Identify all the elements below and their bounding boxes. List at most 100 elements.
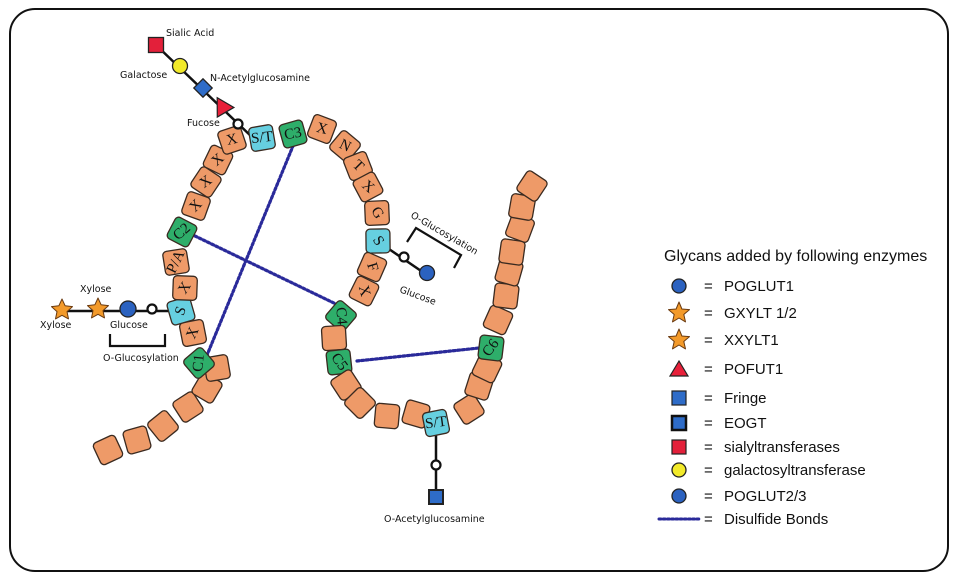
glucose-label-right: Glucose: [398, 284, 437, 307]
residue-label: X: [355, 284, 373, 299]
legend-label: galactosyltransferase: [724, 462, 866, 479]
legend-label: POFUT1: [724, 361, 783, 378]
legend-label: Disulfide Bonds: [724, 511, 828, 528]
residue-label: C3: [283, 125, 303, 144]
xylose-star-top: [87, 297, 109, 319]
glucose-oxygen-left: [146, 303, 158, 315]
fucose-triangle: [216, 96, 236, 119]
fucose-oxygen: [232, 118, 244, 130]
glucose-label-left: Glucose: [110, 320, 148, 331]
star-orange-icon: [668, 328, 690, 350]
xylose-bottom-label: Xylose: [40, 320, 72, 331]
fucose-label: Fucose: [187, 118, 220, 129]
residue: [516, 170, 548, 202]
circle-yellow-icon: [671, 462, 687, 478]
legend-equals: =: [704, 332, 713, 349]
square-red-icon: [671, 439, 687, 455]
disulfide-bond-c5-c6: [355, 346, 481, 363]
glucose-oxygen-right: [398, 251, 410, 263]
residue-p-a: P/A: [162, 248, 190, 276]
disulfide-bond-c1-c3: [203, 144, 295, 362]
diagram-frame: [9, 8, 949, 572]
residue: [498, 238, 526, 266]
legend-equals: =: [704, 390, 713, 407]
legend-equals: =: [704, 361, 713, 378]
galactose-label: Galactose: [120, 70, 167, 81]
legend-equals: =: [704, 305, 713, 322]
residue-f: F: [356, 251, 388, 283]
legend-item-gxylt-1-2: = GXYLT 1/2: [668, 301, 797, 323]
residue-x: X: [217, 125, 247, 155]
residue-c1: C1: [183, 347, 215, 379]
sialic-acid-label: Sialic Acid: [166, 28, 214, 39]
o-glcnac-oxygen: [430, 459, 442, 471]
o-glcnac-label: O-Acetylglucosamine: [384, 514, 485, 525]
legend-item-xxylt1: = XXYLT1: [668, 328, 779, 350]
residue-label: S/T: [250, 129, 273, 147]
legend-label: sialyltransferases: [724, 439, 840, 456]
residue: [344, 387, 376, 419]
residue-label: C1: [190, 354, 208, 373]
star-orange-icon: [668, 301, 690, 323]
glcnac-label: N-Acetylglucosamine: [210, 73, 310, 84]
legend-item-eogt: =EOGT: [670, 414, 767, 432]
legend-label: POGLUT2/3: [724, 488, 807, 505]
glycans: [51, 36, 463, 505]
residue: [453, 393, 485, 425]
residue-n: N: [329, 130, 361, 162]
residue: [92, 434, 124, 466]
legend-item-poglut2-3: = POGLUT2/3: [671, 488, 807, 505]
circle-blue-icon: [671, 278, 687, 294]
o-glucosylation-bracket-left: [108, 334, 167, 348]
disulfide-bonds: [193, 144, 481, 363]
legend-item-sialyltransferases: = sialyltransferases: [671, 439, 840, 456]
residue: [492, 282, 520, 310]
legend-equals: =: [704, 439, 713, 456]
legend-item-fringe: = Fringe: [671, 390, 767, 407]
xylose-star-bottom: [51, 298, 73, 320]
residue-x: X: [307, 114, 337, 144]
residue-x: X: [190, 166, 222, 198]
legend-equals: =: [704, 488, 713, 505]
residue-t: T: [342, 150, 374, 182]
legend-item-disulfide-bonds: = Disulfide Bonds: [657, 511, 828, 528]
glucose-circle-left: [119, 300, 137, 318]
residue-x: X: [352, 171, 384, 203]
residue-c2: C2: [166, 216, 198, 248]
square-blue-bold-icon: [670, 414, 688, 432]
o-glucosylation-bracket-right: [406, 226, 463, 269]
residue-c3: C3: [278, 119, 308, 149]
square-blue-icon: [671, 390, 687, 406]
residue-s: S: [365, 228, 391, 254]
residue-label: C4: [332, 307, 350, 326]
legend-label: Fringe: [724, 390, 767, 407]
o-glucosylation-label-left: O-Glucosylation: [103, 353, 179, 364]
residue-x: X: [178, 318, 208, 348]
residue-x: X: [348, 275, 380, 307]
legend-equals: =: [704, 278, 713, 295]
residue: [147, 410, 179, 442]
legend-equals: =: [704, 511, 713, 528]
residue-s-t: S/T: [421, 408, 451, 438]
residue-s-t: S/T: [248, 124, 276, 152]
legend-equals: =: [704, 462, 713, 479]
residue: [482, 304, 514, 336]
legend-label: GXYLT 1/2: [724, 305, 797, 322]
legend-item-galactosyltransferase: = galactosyltransferase: [671, 462, 866, 479]
residue: [373, 402, 401, 430]
legend-item-poglut1: = POGLUT1: [671, 278, 794, 295]
residue: [122, 425, 152, 455]
legend-label: POGLUT1: [724, 278, 794, 295]
legend-equals: =: [704, 415, 713, 432]
residue-label: X: [315, 120, 329, 138]
legend-item-pofut1: = POFUT1: [668, 359, 783, 378]
legend-label: XXYLT1: [724, 332, 779, 349]
residue-c4: C4: [325, 300, 357, 332]
residue: [172, 391, 204, 423]
residue-g: G: [364, 200, 390, 226]
residue-x: X: [181, 191, 211, 221]
residue-c6: C6: [477, 334, 505, 362]
xylose-top-label: Xylose: [80, 284, 112, 295]
